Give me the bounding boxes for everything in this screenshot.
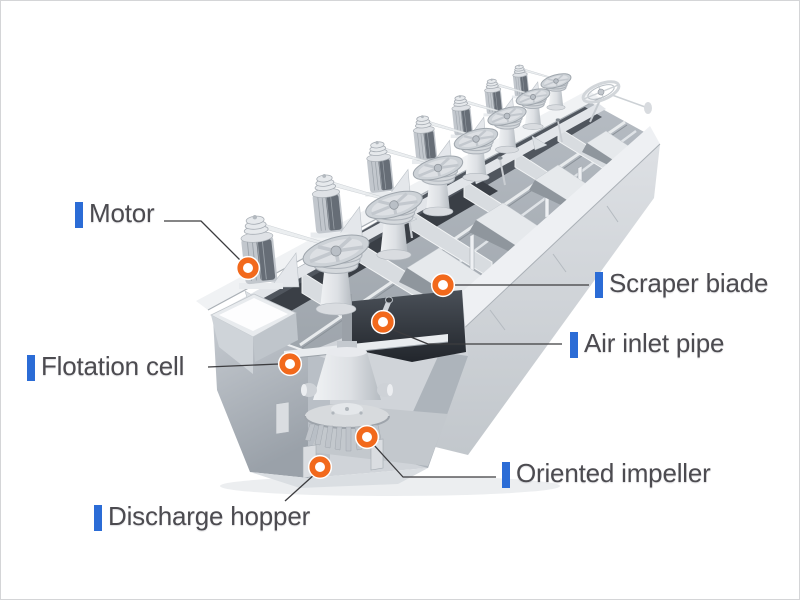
launder-chutes bbox=[399, 130, 637, 306]
marker-halo-motor bbox=[235, 255, 261, 281]
callout-annotations bbox=[164, 220, 589, 502]
motor-drive-unit bbox=[365, 141, 464, 217]
rim-beam bbox=[284, 334, 448, 359]
cut-away-cell bbox=[210, 290, 468, 488]
label-accent-bar bbox=[502, 462, 510, 488]
callout-scraper-blade: Scraper biade bbox=[595, 270, 768, 298]
label-accent-bar bbox=[570, 332, 578, 358]
callout-marker-discharge-hopper bbox=[309, 456, 331, 478]
motor-drive-unit bbox=[310, 174, 423, 261]
callout-marker-oriented-impeller bbox=[356, 426, 378, 448]
leader-line-motor bbox=[164, 220, 243, 263]
motor-drive-unit bbox=[483, 78, 551, 130]
callout-marker-motor bbox=[237, 257, 259, 279]
label-accent-bar bbox=[27, 355, 35, 381]
callout-motor: Motor bbox=[75, 198, 155, 228]
leader-line-oriented-impeller bbox=[372, 443, 496, 478]
flywheel bbox=[540, 73, 572, 89]
marker-halo-scraper-blade bbox=[430, 272, 456, 298]
flywheel bbox=[365, 190, 423, 220]
feed-box bbox=[210, 293, 298, 374]
callout-discharge-hopper: Discharge hopper bbox=[94, 503, 310, 531]
callout-label: Scraper biade bbox=[609, 268, 769, 298]
cell-bottom-edge bbox=[250, 468, 428, 488]
marker-halo-discharge-hopper bbox=[307, 454, 333, 480]
callout-marker-air-inlet-pipe bbox=[372, 311, 394, 333]
label-accent-bar bbox=[75, 202, 83, 228]
flywheel bbox=[515, 88, 551, 106]
impeller-disc bbox=[305, 404, 389, 428]
leader-line-air-inlet-pipe bbox=[390, 328, 562, 345]
flywheel bbox=[412, 155, 464, 181]
callout-label: Motor bbox=[89, 198, 155, 228]
leader-line-flotation-cell bbox=[207, 363, 280, 368]
flywheel bbox=[453, 127, 499, 151]
motor-part bbox=[412, 115, 438, 161]
callout-oriented-impeller: Oriented impeller bbox=[502, 460, 711, 488]
callout-flotation-cell: Flotation cell bbox=[27, 353, 184, 381]
motor-part bbox=[366, 141, 394, 193]
callout-marker-scraper-blade bbox=[432, 274, 454, 296]
callout-air-inlet-pipe: Air inlet pipe bbox=[570, 330, 724, 358]
marker-halo-air-inlet-pipe bbox=[370, 309, 396, 335]
callout-label: Discharge hopper bbox=[108, 501, 311, 531]
leader-line-discharge-hopper bbox=[284, 473, 316, 502]
label-accent-bar bbox=[595, 272, 603, 298]
callout-label: Air inlet pipe bbox=[584, 328, 725, 358]
flywheel bbox=[487, 106, 527, 126]
callout-label: Oriented impeller bbox=[516, 458, 711, 488]
callout-marker-flotation-cell bbox=[279, 353, 301, 375]
callout-label: Flotation cell bbox=[41, 351, 185, 381]
label-accent-bar bbox=[94, 505, 102, 531]
marker-halo-oriented-impeller bbox=[354, 424, 380, 450]
motor-part bbox=[451, 95, 473, 136]
tail-end-handwheel bbox=[581, 80, 652, 123]
marker-halo-flotation-cell bbox=[277, 351, 303, 377]
flywheel bbox=[302, 234, 370, 268]
motor-part bbox=[311, 174, 344, 234]
motor-drive-unit bbox=[511, 64, 572, 111]
